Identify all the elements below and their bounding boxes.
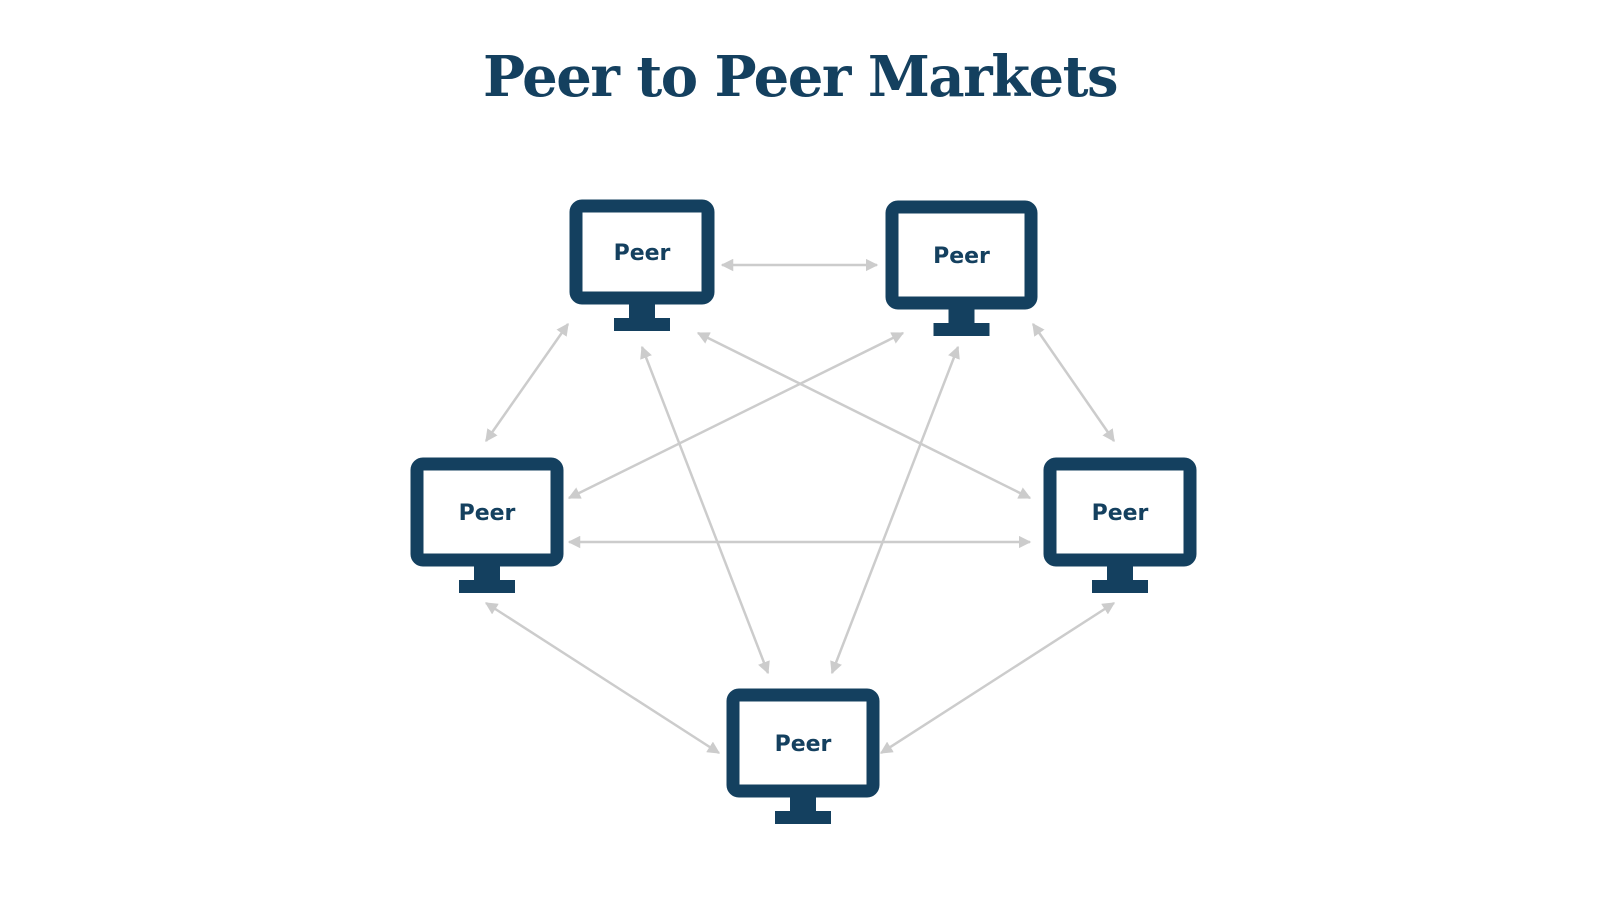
peer-middle-right: Peer xyxy=(1043,457,1197,593)
monitor-icon xyxy=(410,457,564,567)
peer-label: Peer xyxy=(775,732,832,757)
connection-arrow-top-right-middle-right xyxy=(1031,322,1116,443)
monitor-icon xyxy=(885,200,1038,310)
connection-arrow-top-left-bottom xyxy=(640,345,770,675)
page-title: Peer to Peer Markets xyxy=(482,44,1119,110)
connection-arrow-middle-left-bottom xyxy=(484,601,721,755)
monitor-stand-neck xyxy=(1107,566,1133,580)
peer-label: Peer xyxy=(933,244,990,269)
connection-arrow-top-right-bottom xyxy=(830,345,960,675)
connection-arrow-middle-right-bottom xyxy=(879,601,1116,755)
monitor-stand-neck xyxy=(629,304,655,318)
connection-arrow-top-right-middle-left xyxy=(567,331,905,500)
peer-middle-left: Peer xyxy=(410,457,564,593)
connection-arrow-top-left-middle-right xyxy=(696,331,1032,500)
monitor-stand-base xyxy=(459,580,515,593)
peer-top-right: Peer xyxy=(885,200,1038,336)
monitor-stand-neck xyxy=(948,309,975,323)
monitor-icon xyxy=(569,199,715,305)
monitor-stand-base xyxy=(933,323,990,336)
peer-label: Peer xyxy=(1092,501,1149,526)
monitor-stand-base xyxy=(614,318,670,331)
peer-label: Peer xyxy=(459,501,516,526)
monitor-icon xyxy=(726,688,880,798)
connection-arrow-top-left-middle-left xyxy=(484,322,570,443)
peer-top-left: Peer xyxy=(569,199,715,331)
monitor-icon xyxy=(1043,457,1197,567)
peer-bottom: Peer xyxy=(726,688,880,824)
monitor-stand-neck xyxy=(474,566,500,580)
connections-layer xyxy=(484,258,1116,755)
peer-label: Peer xyxy=(614,241,671,266)
monitor-stand-base xyxy=(1092,580,1148,593)
monitor-stand-base xyxy=(775,811,831,824)
monitor-stand-neck xyxy=(790,797,816,811)
